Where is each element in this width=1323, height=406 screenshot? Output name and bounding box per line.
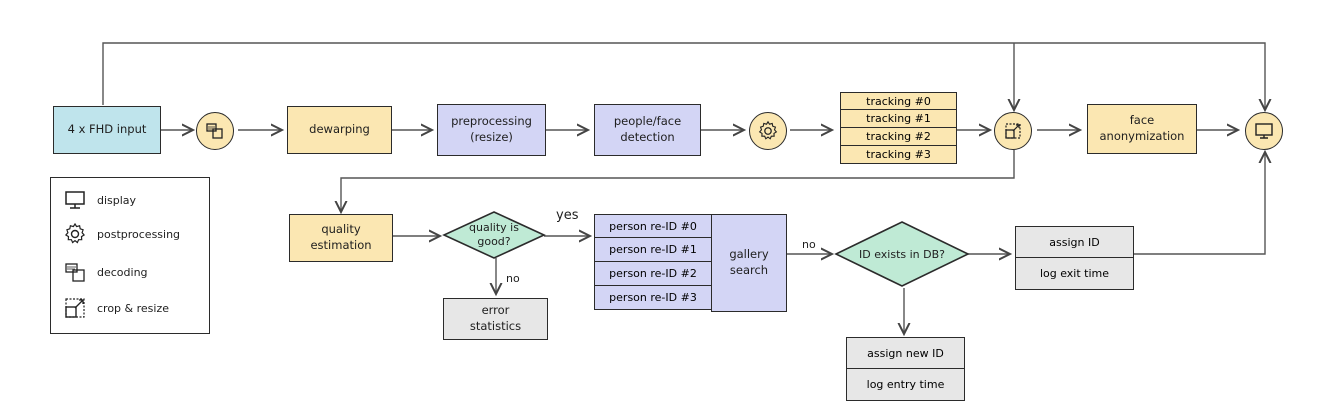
legend-label: crop & resize [97,301,169,315]
legend-label: display [97,193,137,207]
tracking-cell[interactable]: tracking #3 [840,146,957,164]
preprocessing-node[interactable]: preprocessing (resize) [437,104,546,156]
tracking-label: tracking #3 [866,148,931,161]
decoding-step[interactable] [196,112,234,150]
reid-cell[interactable]: person re-ID #2 [594,262,712,286]
no-label-quality: no [506,272,520,285]
gallery-search-node[interactable]: gallery search [711,214,787,312]
log-entry-label: log entry time [866,378,945,391]
reid-stack: person re-ID #0 person re-ID #1 person r… [594,214,712,310]
crop-resize-step[interactable] [994,112,1032,150]
log-exit-cell[interactable]: log exit time [1015,258,1134,290]
display-step[interactable] [1245,112,1283,150]
dewarping-node[interactable]: dewarping [287,106,392,154]
id-decision-diamond[interactable] [834,220,970,288]
reid-label: person re-ID #3 [609,291,697,304]
preprocessing-label: preprocessing (resize) [451,114,532,144]
decoding-icon [206,123,223,139]
tracking-label: tracking #0 [866,94,931,108]
dewarping-label: dewarping [309,122,370,137]
input-node[interactable]: 4 x FHD input [53,106,161,154]
log-entry-cell[interactable]: log entry time [846,369,965,401]
assign-new-id-stack: assign new ID log entry time [846,337,965,401]
assign-new-id-cell[interactable]: assign new ID [846,337,965,369]
anonymization-node[interactable]: face anonymization [1087,104,1197,154]
log-exit-label: log exit time [1039,267,1110,280]
detection-label: people/face detection [613,114,682,144]
decoding-icon [65,263,85,282]
error-statistics-node[interactable]: error statistics [443,298,548,340]
yes-label: yes [556,208,579,223]
quality-estimation-node[interactable]: quality estimation [289,214,393,262]
postprocessing-step[interactable] [749,112,787,150]
tracking-label: tracking #2 [866,130,931,143]
id-decision-label: ID exists in DB? [858,247,945,261]
gallery-search-label: gallery search [729,247,769,277]
reid-label: person re-ID #0 [609,219,697,233]
legend-label: decoding [97,265,148,279]
quality-decision-label: quality is good? [469,221,519,248]
error-statistics-label: error statistics [469,303,522,333]
tracking-cell[interactable]: tracking #2 [840,128,957,146]
reid-cell[interactable]: person re-ID #3 [594,286,712,310]
crop-resize-icon [1005,123,1021,139]
tracking-label: tracking #1 [866,112,931,125]
legend-label: postprocessing [97,227,181,241]
legend-item-crop-resize: crop & resize [63,296,169,320]
reid-cell[interactable]: person re-ID #1 [594,238,712,262]
detection-node[interactable]: people/face detection [594,104,701,156]
reid-label: person re-ID #1 [609,243,697,256]
input-label: 4 x FHD input [67,122,147,137]
tracking-cell[interactable]: tracking #0 [840,92,957,110]
tracking-cell[interactable]: tracking #1 [840,110,957,128]
legend-item-decoding: decoding [63,260,148,284]
tracking-stack: tracking #0 tracking #1 tracking #2 trac… [840,92,957,164]
display-icon [1255,123,1273,139]
legend-item-postprocessing: postprocessing [63,222,180,246]
gear-icon [758,120,778,140]
no-label-id: no [802,238,816,251]
assign-id-cell[interactable]: assign ID [1015,226,1134,258]
assign-id-stack: assign ID log exit time [1015,226,1134,290]
assign-id-label: assign ID [1049,235,1100,249]
legend: display postprocessing decoding crop & r… [50,177,210,334]
reid-label: person re-ID #2 [609,267,697,280]
legend-item-display: display [63,188,136,212]
quality-estimation-label: quality estimation [310,222,372,252]
gear-icon [64,222,86,244]
reid-cell[interactable]: person re-ID #0 [594,214,712,238]
display-icon [65,191,85,209]
quality-decision-diamond[interactable] [442,210,546,260]
anonymization-label: face anonymization [1099,113,1185,143]
assign-new-id-label: assign new ID [867,346,944,360]
crop-resize-icon [65,298,85,318]
